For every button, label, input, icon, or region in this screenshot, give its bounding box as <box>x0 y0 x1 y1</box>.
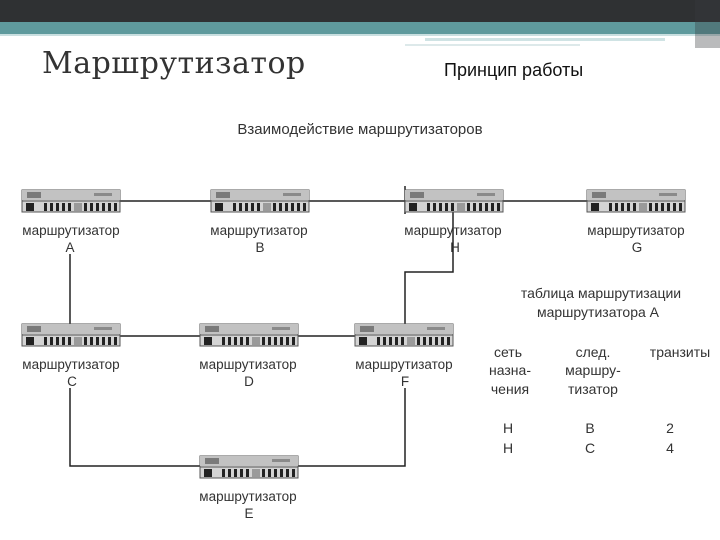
router-letter: D <box>244 374 254 389</box>
routing-table: таблица маршрутизации маршрутизатора А с… <box>489 285 710 456</box>
router-letter: B <box>255 240 264 255</box>
link-h-f-down <box>404 212 454 324</box>
router-label: маршрутизатор <box>22 223 119 238</box>
router-device-icon <box>586 189 686 213</box>
row1-next: B <box>585 420 594 436</box>
header-next-line1: след. <box>576 344 611 360</box>
header-dest-line3: чения <box>491 381 529 397</box>
router-label: маршрутизатор <box>587 223 684 238</box>
router-device-icon <box>21 323 121 347</box>
router-letter: A <box>65 240 74 255</box>
table-title-line1: таблица маршрутизации <box>521 285 681 301</box>
slide-subtitle: Принцип работы <box>444 60 584 80</box>
link-e-f <box>298 388 406 467</box>
corner-decoration <box>695 0 720 48</box>
routers-layer: маршрутизаторAмаршрутизаторBмаршрутизато… <box>21 189 686 521</box>
router-letter: E <box>244 506 253 521</box>
top-dark-band <box>0 0 720 22</box>
router-device-icon <box>199 323 299 347</box>
router-label: маршрутизатор <box>199 357 296 372</box>
router-device-icon <box>354 323 454 347</box>
router-letter: C <box>67 374 77 389</box>
table-title-line2: маршрутизатора А <box>537 304 660 320</box>
row2-next: C <box>585 440 595 456</box>
router-letter: H <box>450 240 460 255</box>
router-label: маршрутизатор <box>404 223 501 238</box>
header-dest-line1: сеть <box>494 344 522 360</box>
router-label: маршрутизатор <box>355 357 452 372</box>
row2-hops: 4 <box>666 440 674 456</box>
row2-dest: H <box>503 440 513 456</box>
router-device-icon <box>199 455 299 479</box>
router-device-icon <box>210 189 310 213</box>
router-label: маршрутизатор <box>22 357 119 372</box>
row1-hops: 2 <box>666 420 674 436</box>
diagram-heading: Взаимодействие маршрутизаторов <box>237 121 482 138</box>
decorative-line <box>405 44 580 46</box>
header-next-line3: тизатор <box>568 381 618 397</box>
header-next-line2: маршру- <box>565 362 621 378</box>
decorative-line <box>425 38 665 41</box>
slide-title: Маршрутизатор <box>42 46 306 81</box>
header-hops: транзиты <box>650 344 710 360</box>
header-dest-line2: назна- <box>489 362 531 378</box>
router-device-icon <box>404 189 504 213</box>
link-c-e <box>69 388 200 467</box>
router-device-icon <box>21 189 121 213</box>
top-stripe-highlight <box>0 34 720 36</box>
router-letter: F <box>401 374 409 389</box>
top-teal-stripe <box>0 22 720 34</box>
router-letter: G <box>632 240 643 255</box>
router-label: маршрутизатор <box>210 223 307 238</box>
row1-dest: H <box>503 420 513 436</box>
router-label: маршрутизатор <box>199 489 296 504</box>
